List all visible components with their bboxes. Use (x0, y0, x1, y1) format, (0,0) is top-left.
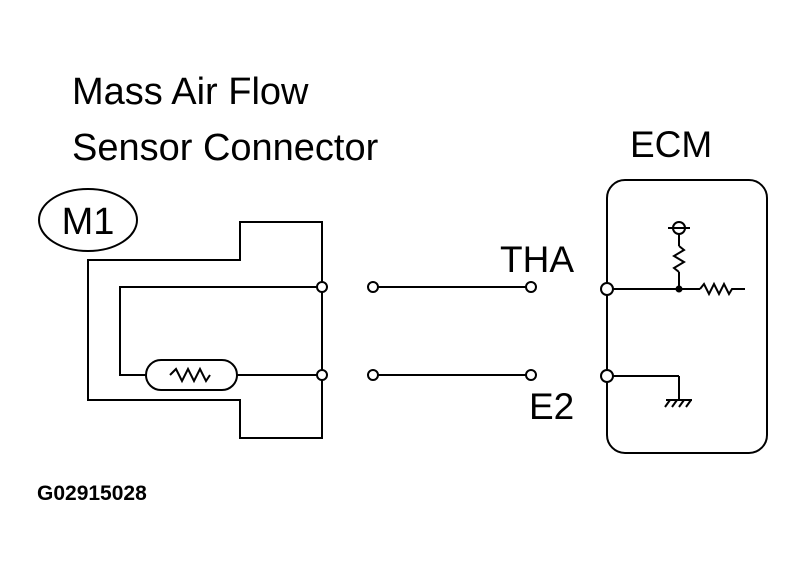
ecm-terminal-e2 (600, 369, 614, 383)
sensor-internal-wire (119, 286, 322, 376)
harness-wire-e2 (367, 369, 537, 381)
connector-terminal-tha (316, 281, 328, 293)
ecm-box (606, 179, 768, 454)
intake-air-thermistor (145, 359, 238, 391)
ecm-terminal-tha (600, 282, 614, 296)
connector-code-badge: M1 (38, 188, 138, 252)
connector-code: M1 (62, 201, 115, 243)
connector-housing (87, 221, 323, 439)
harness-wire-tha (367, 281, 537, 293)
ecm-label: ECM (630, 124, 712, 165)
ecm-ground-symbol (613, 375, 692, 408)
connector-title-line1: Mass Air Flow (72, 71, 309, 113)
connector-title-line2: Sensor Connector (72, 127, 379, 169)
terminal-label-tha: THA (500, 239, 574, 280)
figure-id: G02915028 (37, 482, 147, 505)
ecm-tha-circuit (613, 221, 745, 297)
terminal-label-e2: E2 (529, 386, 574, 427)
connector-terminal-e2 (316, 369, 328, 381)
